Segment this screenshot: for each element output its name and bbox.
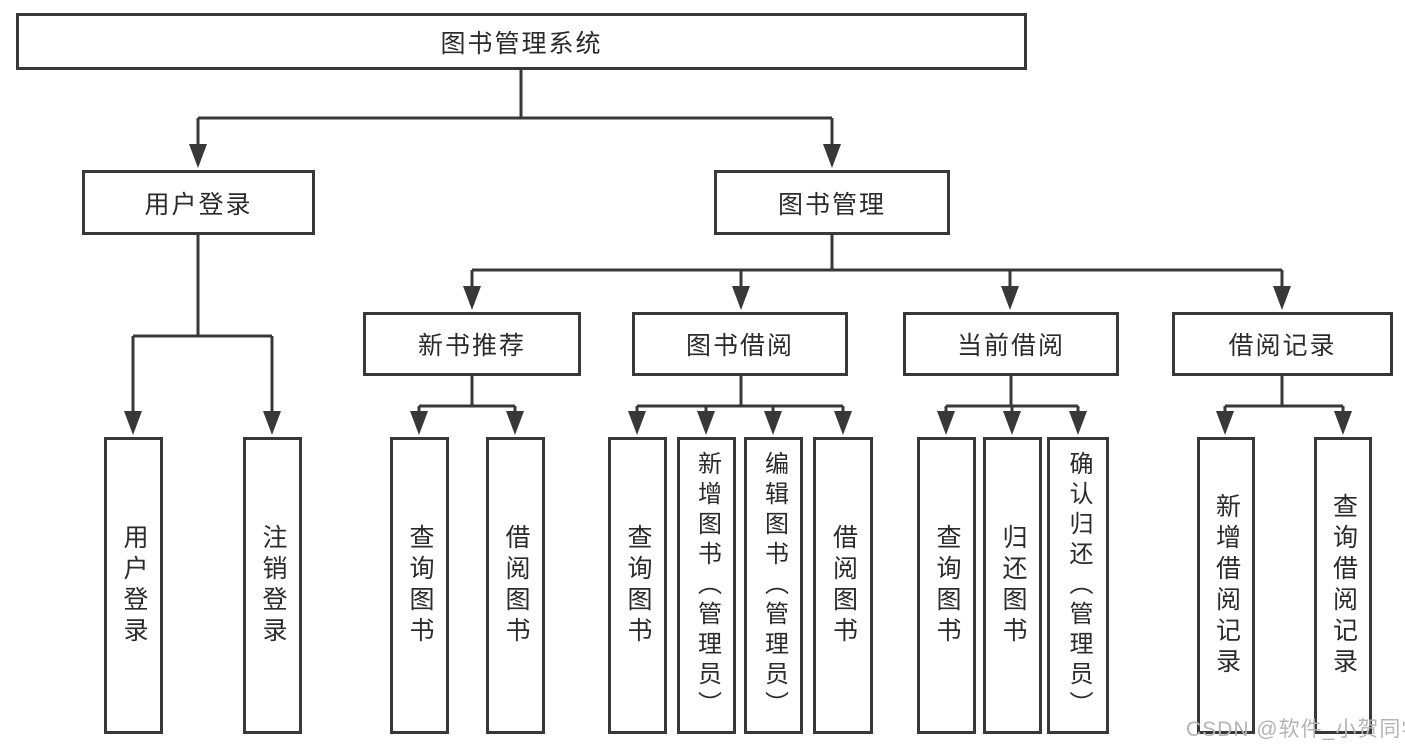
node-borrowing-records: 借阅记录 (1172, 312, 1393, 376)
node-book-borrowing: 图书借阅 (632, 312, 848, 376)
leaf-query-books-recommend: 查询图书 (390, 437, 449, 734)
connector-userlogin-to-leaves (131, 234, 274, 413)
leaf-return-books: 归还图书 (983, 437, 1042, 734)
node-user-login: 用户登录 (82, 170, 315, 235)
leaf-query-books-borrow: 查询图书 (608, 437, 667, 734)
leaf-label: 借阅图书 (829, 523, 858, 648)
arrowhead (410, 411, 428, 435)
connector-currentborrow-to-leaves (944, 375, 1080, 413)
leaf-query-borrow-record: 查询借阅记录 (1314, 437, 1372, 734)
leaf-label: 借阅图书 (502, 523, 530, 648)
arrowhead (1273, 286, 1291, 310)
node-new-book-recommend: 新书推荐 (363, 312, 581, 376)
arrowhead (1216, 411, 1234, 435)
node-library-management-system: 图书管理系统 (16, 13, 1027, 70)
leaf-borrow-books-recommend: 借阅图书 (486, 437, 545, 734)
leaf-label: 查询图书 (406, 523, 434, 648)
arrowhead (764, 411, 782, 435)
arrowhead (1003, 411, 1021, 435)
leaf-label: 归还图书 (999, 523, 1027, 648)
connector-root-to-level1 (196, 69, 834, 146)
leaf-label: 新增借阅记录 (1212, 492, 1241, 679)
arrowhead (124, 411, 142, 435)
leaf-label: 注销登录 (259, 523, 287, 648)
leaf-add-borrow-record: 新增借阅记录 (1197, 437, 1255, 734)
node-book-management: 图书管理 (714, 170, 950, 235)
arrowhead (937, 411, 955, 435)
leaf-label: 查询图书 (933, 523, 961, 648)
arrowhead (697, 411, 715, 435)
leaf-confirm-return-admin: 确认归还（管理员） (1047, 437, 1109, 734)
leaf-label: 用户登录 (120, 523, 148, 648)
leaf-label: 确认归还（管理员） (1065, 450, 1092, 721)
leaf-label: 查询借阅记录 (1329, 492, 1358, 679)
arrowhead (463, 286, 481, 310)
arrowhead (1069, 411, 1087, 435)
connector-borrowrecord-to-leaves (1223, 375, 1345, 413)
arrowhead (732, 286, 750, 310)
leaf-logout: 注销登录 (243, 437, 302, 734)
arrowhead (1001, 286, 1019, 310)
arrowhead (823, 144, 841, 168)
leaf-user-login: 用户登录 (104, 437, 163, 734)
leaf-label: 编辑图书（管理员） (760, 450, 788, 721)
leaf-query-books-current: 查询图书 (917, 437, 976, 734)
leaf-label: 查询图书 (624, 523, 652, 648)
arrowhead (834, 411, 852, 435)
leaf-edit-book-admin: 编辑图书（管理员） (744, 437, 803, 734)
watermark: CSDN @软件_小贺同学 (1186, 718, 1405, 741)
node-current-borrowing: 当前借阅 (903, 312, 1119, 376)
arrowhead (189, 144, 207, 168)
arrowhead (1334, 411, 1352, 435)
arrowhead (628, 411, 646, 435)
arrowheads (124, 144, 1352, 435)
arrowhead (263, 411, 281, 435)
leaf-borrow-books: 借阅图书 (813, 437, 873, 734)
leaf-label: 新增图书（管理员） (693, 450, 721, 721)
connector-bookmgmt-to-level2 (470, 234, 1284, 288)
arrowhead (506, 411, 524, 435)
connector-bookborrow-to-leaves (635, 375, 845, 413)
connector-newbook-to-leaves (417, 375, 517, 413)
leaf-add-book-admin: 新增图书（管理员） (677, 437, 736, 734)
